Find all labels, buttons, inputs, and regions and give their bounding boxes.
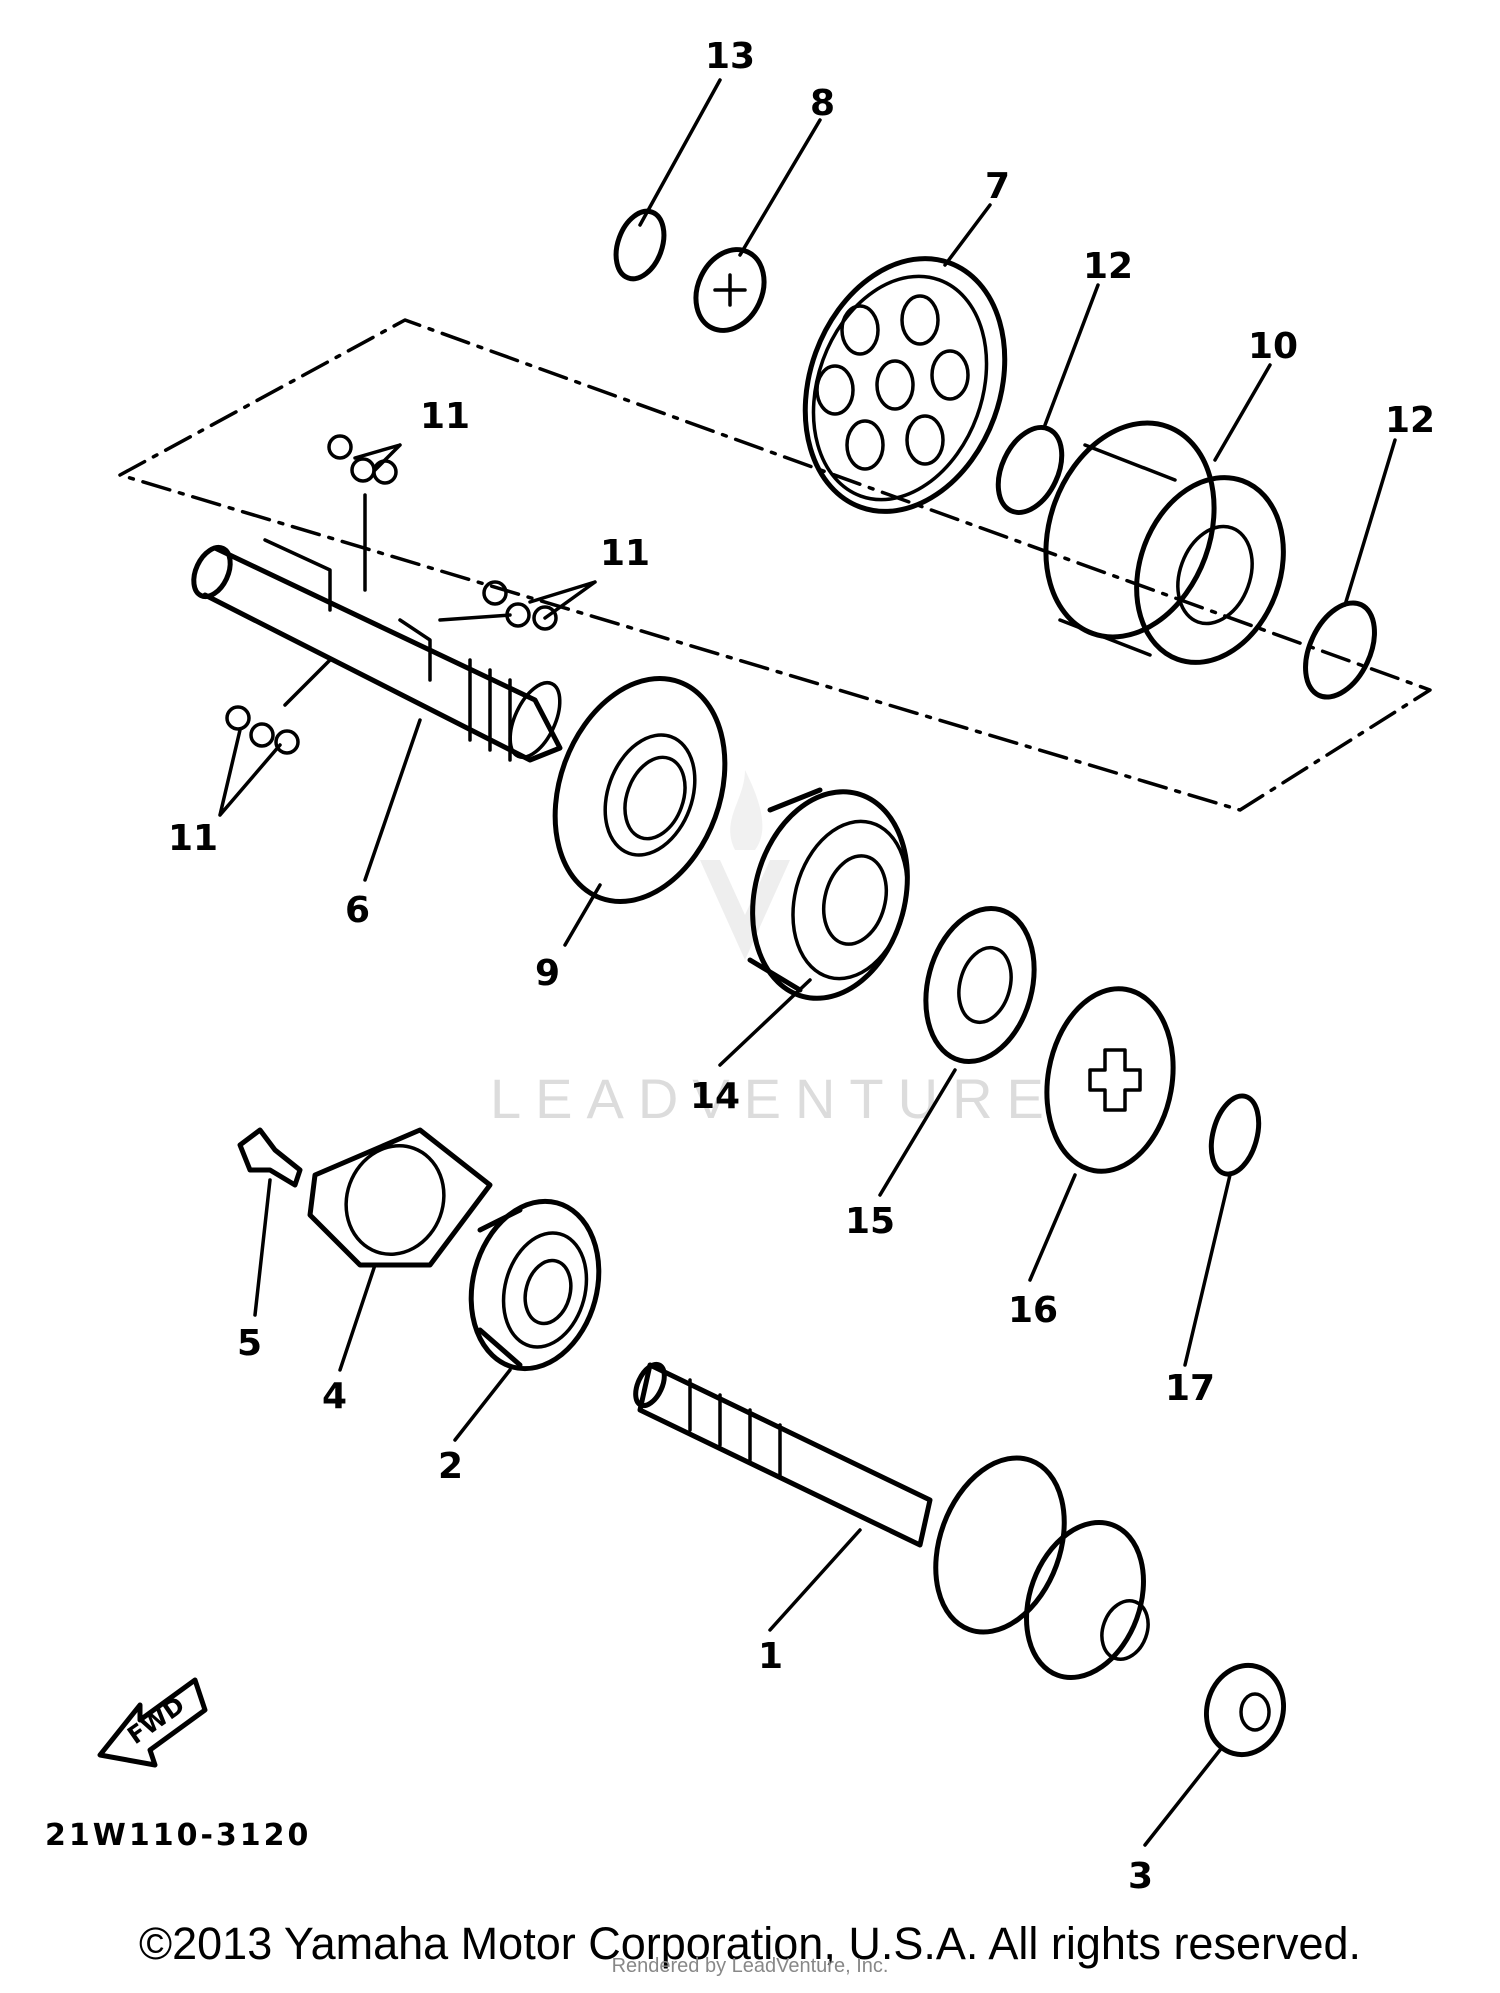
callout-14: 14 [690,1076,740,1117]
part-7-gear [802,256,1008,514]
callout-16: 16 [1008,1290,1058,1331]
callout-13: 13 [705,36,755,77]
callout-15: 15 [845,1201,895,1242]
fwd-arrow-icon: FWD [97,1677,208,1768]
part-14-bearing [747,787,910,1001]
part-13-circlip [613,208,667,282]
part-5-bolt [237,1127,303,1188]
callout-2: 2 [438,1446,463,1487]
callout-17: 17 [1165,1368,1215,1409]
part-15-seal [923,905,1037,1065]
diagram-code: 21W110-3120 [45,1818,311,1853]
part-4-plate [307,1127,493,1268]
callout-7: 7 [985,166,1010,207]
part-17-circlip [1208,1093,1262,1177]
part-12b-circlip [1303,600,1377,700]
part-11-pins-right [482,580,558,631]
part-12a-circlip [995,425,1065,515]
callout-12a: 12 [1083,246,1133,287]
watermark-text: LEADVENTURE [490,1067,1058,1130]
callout-11c: 11 [168,818,218,859]
watermark-logo [700,770,790,960]
callout-11b: 11 [600,533,650,574]
callout-8: 8 [810,83,835,124]
callout-11a: 11 [420,396,470,437]
callout-10: 10 [1248,326,1298,367]
callout-4: 4 [322,1376,347,1417]
part-10-hub [1043,420,1286,665]
callout-1: 1 [758,1636,783,1677]
leader-lines [218,78,1397,1847]
part-3-collar [1203,1662,1287,1758]
callout-6: 6 [345,890,370,931]
part-9-gear [552,676,728,904]
part-16-sprocket [1044,986,1176,1174]
part-2-bearing [468,1198,602,1372]
fwd-label: FWD [122,1691,190,1750]
part-11-pins-left [225,705,300,755]
callout-3: 3 [1128,1856,1153,1897]
callout-9: 9 [535,953,560,994]
rendered-by-notice: Rendered by LeadVenture, Inc. [611,1955,889,1977]
callout-5: 5 [237,1323,262,1364]
subassembly-outline [118,318,1432,812]
callout-12b: 12 [1385,400,1435,441]
part-8-washer [693,247,767,333]
part-1-mainshaft [633,1361,1150,1680]
part-6-shaft [191,538,563,763]
copyright-notice: ©2013 Yamaha Motor Corporation, U.S.A. A… [138,1918,1362,1969]
